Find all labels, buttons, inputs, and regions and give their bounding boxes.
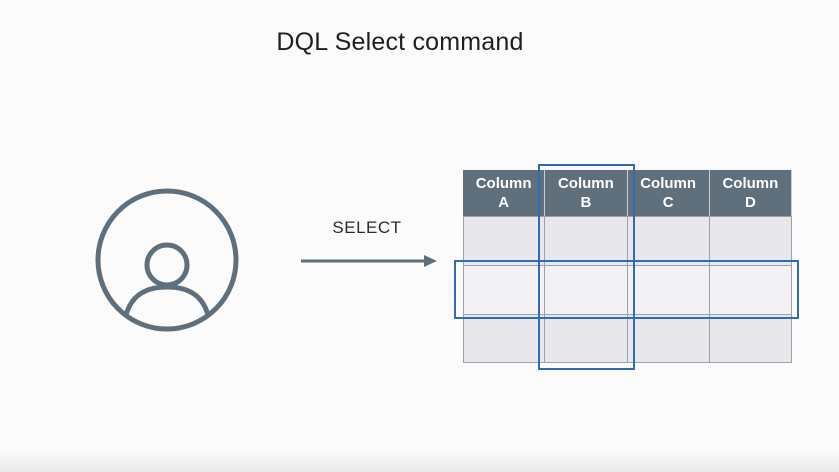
column-header-label: Column xyxy=(475,175,532,192)
arrow-right-icon xyxy=(301,255,437,267)
table-cell xyxy=(627,265,710,314)
bottom-shade xyxy=(0,450,839,472)
table-cell xyxy=(709,216,792,265)
column-header-b: Column B xyxy=(545,170,628,216)
column-header-label: Column xyxy=(557,175,614,192)
table-cell xyxy=(545,216,628,265)
table-cell xyxy=(545,265,628,314)
column-header-c: Column C xyxy=(627,170,710,216)
column-header-letter: D xyxy=(744,194,756,211)
select-label: SELECT xyxy=(332,218,402,237)
table-cell xyxy=(709,265,792,314)
data-table: Column A Column B Column C Column D xyxy=(463,170,792,363)
slide-title: DQL Select command xyxy=(276,28,524,56)
table-cell xyxy=(545,314,628,363)
column-header-d: Column D xyxy=(709,170,792,216)
table-cell xyxy=(627,314,710,363)
table-cell xyxy=(463,265,546,314)
column-header-label: Column xyxy=(640,175,697,192)
table-cell xyxy=(627,216,710,265)
table-cell xyxy=(709,314,792,363)
column-header-a: Column A xyxy=(463,170,546,216)
selected-row-highlight xyxy=(454,260,799,319)
selected-column-highlight xyxy=(538,164,635,370)
table-cell xyxy=(463,314,546,363)
column-header-label: Column xyxy=(722,175,779,192)
user-avatar-icon xyxy=(95,188,239,332)
column-header-letter: C xyxy=(662,194,674,211)
column-header-letter: B xyxy=(580,194,592,211)
column-header-letter: A xyxy=(498,194,510,211)
table-cell xyxy=(463,216,546,265)
